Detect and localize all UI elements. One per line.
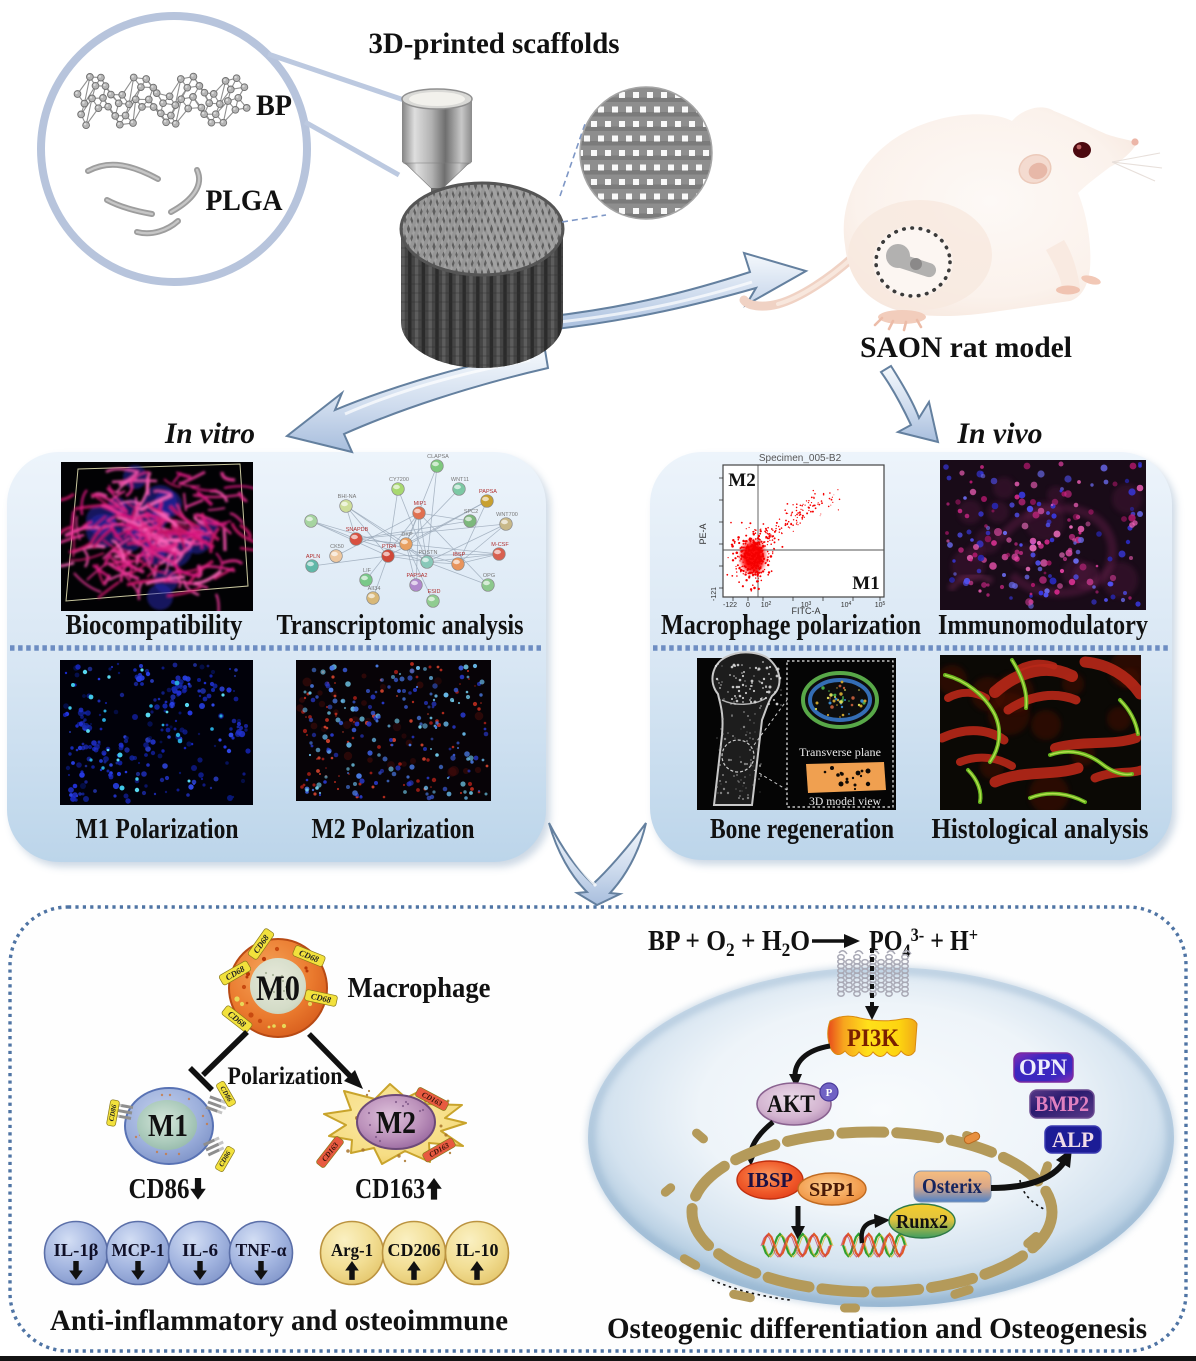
svg-text:PO43- + H+: PO43- + H+ [869,925,978,962]
svg-text:Arg-1: Arg-1 [331,1240,373,1260]
svg-text:M2: M2 [376,1104,416,1140]
svg-text:PTR4: PTR4 [382,544,396,550]
svg-text:PI3K: PI3K [847,1025,899,1052]
svg-text:M1 Polarization: M1 Polarization [76,814,239,845]
svg-text:MIP1: MIP1 [414,501,427,507]
svg-text:Anti-inflammatory and osteoimm: Anti-inflammatory and osteoimmune [50,1304,508,1337]
svg-text:M2 Polarization: M2 Polarization [312,814,475,845]
svg-text:Transcriptomic analysis: Transcriptomic analysis [277,610,524,641]
svg-text:APLN: APLN [306,554,320,560]
svg-text:M1: M1 [852,573,879,594]
svg-text:CK50: CK50 [330,544,344,550]
svg-text:SPP1: SPP1 [809,1179,855,1201]
svg-text:IBSP: IBSP [747,1168,793,1192]
svg-text:OPN: OPN [1019,1055,1067,1080]
svg-text:102: 102 [761,601,772,609]
svg-text:Runx2: Runx2 [896,1211,948,1233]
svg-text:104: 104 [841,601,852,609]
svg-text:ESID: ESID [428,589,441,595]
svg-text:Macrophage polarization: Macrophage polarization [661,610,921,641]
svg-text:M0: M0 [256,968,300,1008]
svg-text:SPC2: SPC2 [464,509,478,515]
svg-text:Biocompatibility: Biocompatibility [66,610,243,641]
svg-text:IBSP: IBSP [453,552,466,558]
svg-text:TNF-α: TNF-α [236,1240,287,1260]
svg-text:PLGA: PLGA [206,184,283,217]
svg-text:MCP-1: MCP-1 [112,1240,165,1260]
svg-text:Bone regeneration: Bone regeneration [710,814,894,845]
svg-text:Specimen_005-B2: Specimen_005-B2 [759,453,842,464]
svg-text:SAON rat model: SAON rat model [860,331,1072,364]
svg-text:Histological analysis: Histological analysis [932,814,1149,845]
svg-text:P: P [826,1087,833,1099]
svg-text:In vitro: In vitro [164,417,255,450]
svg-text:In vivo: In vivo [957,417,1043,450]
svg-text:M1: M1 [148,1107,188,1143]
svg-text:POSTN: POSTN [419,550,438,556]
svg-text:M-CSF: M-CSF [491,542,509,548]
svg-text:Osteogenic differentiation and: Osteogenic differentiation and Osteogene… [607,1312,1147,1345]
svg-text:FITC-A: FITC-A [792,606,821,616]
svg-text:Macrophage: Macrophage [348,972,491,1004]
svg-text:PE-A: PE-A [698,523,708,544]
svg-text:CD68: CD68 [310,991,333,1005]
svg-text:AKT: AKT [767,1091,815,1118]
svg-text:LIF: LIF [363,568,372,574]
svg-text:SNAPDB: SNAPDB [346,527,369,533]
svg-text:CD163: CD163 [355,1174,425,1205]
svg-text:CD86: CD86 [108,1104,119,1122]
svg-text:3D-printed scaffolds: 3D-printed scaffolds [369,27,620,60]
svg-text:BP + O2 + H2O: BP + O2 + H2O [648,926,810,961]
svg-text:AII34: AII34 [368,586,381,592]
svg-text:IL-1β: IL-1β [54,1240,99,1260]
svg-text:CD86: CD86 [129,1174,190,1205]
svg-text:0: 0 [746,602,750,609]
svg-text:3D model view: 3D model view [809,796,882,808]
svg-text:CLAPSA: CLAPSA [427,454,449,460]
svg-text:Immunomodulatory: Immunomodulatory [938,610,1148,641]
svg-text:CY7200: CY7200 [389,477,409,483]
svg-text:M2: M2 [728,470,755,491]
svg-text:-121: -121 [711,587,718,601]
svg-text:WNT700: WNT700 [496,512,518,518]
svg-text:BMP2: BMP2 [1035,1091,1089,1116]
svg-text:PAPSA2: PAPSA2 [407,573,428,579]
svg-text:ALP: ALP [1052,1127,1094,1152]
svg-text:DKP: DKP [401,532,413,538]
svg-text:-122: -122 [723,602,737,609]
svg-text:Osterix: Osterix [922,1174,982,1198]
svg-text:Transverse plane: Transverse plane [799,747,881,759]
svg-text:CD206: CD206 [388,1240,441,1260]
svg-text:BP: BP [256,89,292,122]
svg-text:OPG: OPG [483,573,495,579]
svg-text:103: 103 [801,601,812,609]
svg-text:Polarization: Polarization [228,1063,343,1090]
svg-text:105: 105 [875,601,886,609]
svg-text:WNT11: WNT11 [451,477,469,483]
svg-text:IL-6: IL-6 [182,1240,218,1260]
svg-text:BHI-NA: BHI-NA [338,494,357,500]
svg-text:IL-10: IL-10 [456,1240,499,1260]
svg-text:PAPSA: PAPSA [479,489,497,495]
